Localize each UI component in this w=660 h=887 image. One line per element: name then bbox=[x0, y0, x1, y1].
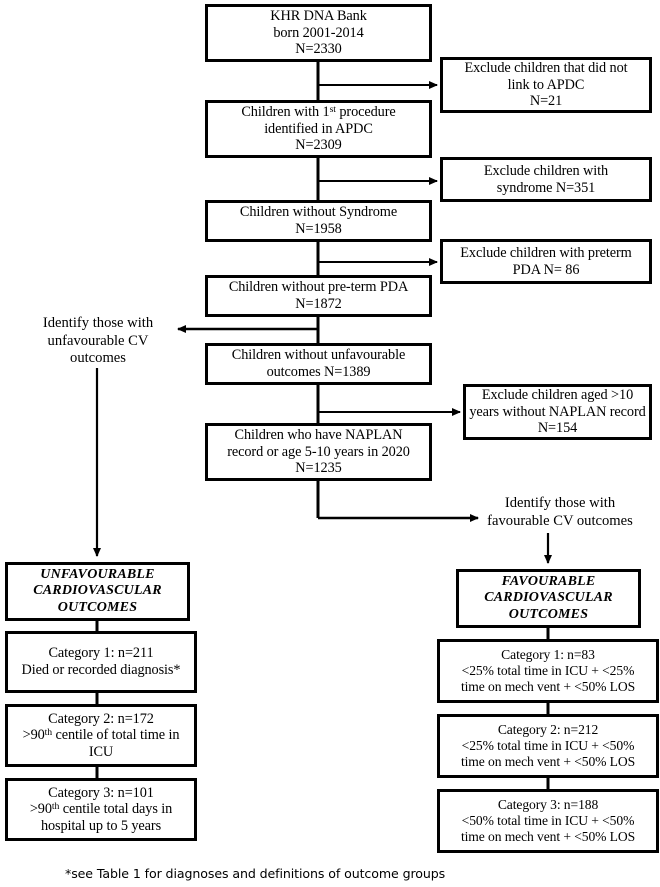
unfav-cat3-definition: >90th centile total days in bbox=[29, 801, 173, 818]
without-syndrome-line2: N=1958 bbox=[295, 221, 342, 237]
node-unfavourable-header: UNFAVOURABLE CARDIOVASCULAR OUTCOMES bbox=[5, 562, 190, 621]
ordinal-superscript: st bbox=[329, 104, 336, 116]
first-procedure-line3: N=2309 bbox=[295, 137, 342, 154]
node-unfav-category-2: Category 2: n=172 >90th centile of total… bbox=[5, 704, 197, 767]
ordinal-superscript: th bbox=[51, 801, 60, 813]
naplan-cohort-line3: N=1235 bbox=[295, 460, 342, 477]
exclude-no-link-line3: N=21 bbox=[529, 93, 563, 110]
exclude-preterm-pda-line1: Exclude children with preterm bbox=[460, 244, 632, 261]
node-source-cohort: KHR DNA Bank born 2001-2014 N=2330 bbox=[205, 4, 432, 62]
node-unfav-category-3: Category 3: n=101 >90th centile total da… bbox=[5, 778, 197, 841]
exclude-syndrome-line1: Exclude children with bbox=[483, 162, 609, 179]
source-cohort-line1: KHR DNA Bank bbox=[270, 8, 367, 25]
source-cohort-line2: born 2001-2014 bbox=[273, 24, 364, 41]
node-fav-category-3: Category 3: n=188 <50% total time in ICU… bbox=[437, 789, 659, 853]
exclude-no-link-line2: link to APDC bbox=[507, 76, 585, 93]
exclude-no-naplan-line1: Exclude children aged >10 bbox=[481, 387, 634, 404]
unfav-cat2-definition: >90th centile of total time in bbox=[22, 727, 180, 744]
source-cohort-line3: N=2330 bbox=[295, 41, 342, 58]
node-without-preterm-pda: Children without pre-term PDA N=1872 bbox=[205, 275, 432, 317]
node-exclude-preterm-pda: Exclude children with preterm PDA N= 86 bbox=[440, 239, 652, 284]
node-fav-category-2: Category 2: n=212 <25% total time in ICU… bbox=[437, 714, 659, 778]
first-procedure-line2: identified in APDC bbox=[264, 120, 373, 137]
node-exclude-no-link: Exclude children that did not link to AP… bbox=[440, 57, 652, 113]
label-identify-unfavourable: Identify those with unfavourable CV outc… bbox=[42, 315, 154, 366]
exclude-no-naplan-line2: years without NAPLAN record bbox=[469, 403, 646, 420]
node-favourable-header: FAVOURABLE CARDIOVASCULAR OUTCOMES bbox=[456, 569, 641, 628]
figure-footnote: *see Table 1 for diagnoses and definitio… bbox=[65, 866, 446, 881]
exclude-no-link-line1: Exclude children that did not bbox=[464, 60, 628, 77]
naplan-cohort-line1: Children who have NAPLAN bbox=[234, 427, 403, 444]
without-unfavourable-line2: outcomes N=1389 bbox=[266, 364, 371, 380]
without-preterm-pda-line1: Children without pre-term PDA bbox=[228, 279, 409, 296]
node-unfav-category-1: Category 1: n=211 Died or recorded diagn… bbox=[5, 631, 197, 693]
ordinal-superscript: th bbox=[44, 727, 53, 739]
first-procedure-line1: Children with 1st procedure bbox=[241, 104, 396, 121]
node-without-unfavourable: Children without unfavourable outcomes N… bbox=[205, 343, 432, 385]
without-preterm-pda-line2: N=1872 bbox=[295, 296, 342, 312]
node-exclude-no-naplan: Exclude children aged >10 years without … bbox=[463, 384, 652, 440]
exclude-no-naplan-line3: N=154 bbox=[537, 420, 578, 437]
naplan-cohort-line2: record or age 5-10 years in 2020 bbox=[227, 443, 410, 460]
node-fav-category-1: Category 1: n=83 <25% total time in ICU … bbox=[437, 639, 659, 703]
without-unfavourable-line1: Children without unfavourable bbox=[231, 347, 406, 364]
without-syndrome-line1: Children without Syndrome bbox=[239, 204, 398, 221]
node-without-syndrome: Children without Syndrome N=1958 bbox=[205, 200, 432, 242]
label-identify-favourable: Identify those with favourable CV outcom… bbox=[487, 495, 633, 529]
node-naplan-cohort: Children who have NAPLAN record or age 5… bbox=[205, 423, 432, 481]
node-exclude-syndrome: Exclude children with syndrome N=351 bbox=[440, 157, 652, 202]
exclude-preterm-pda-line2: PDA N= 86 bbox=[512, 261, 580, 278]
node-first-procedure: Children with 1st procedure identified i… bbox=[205, 100, 432, 158]
exclude-syndrome-line2: syndrome N=351 bbox=[496, 179, 596, 196]
